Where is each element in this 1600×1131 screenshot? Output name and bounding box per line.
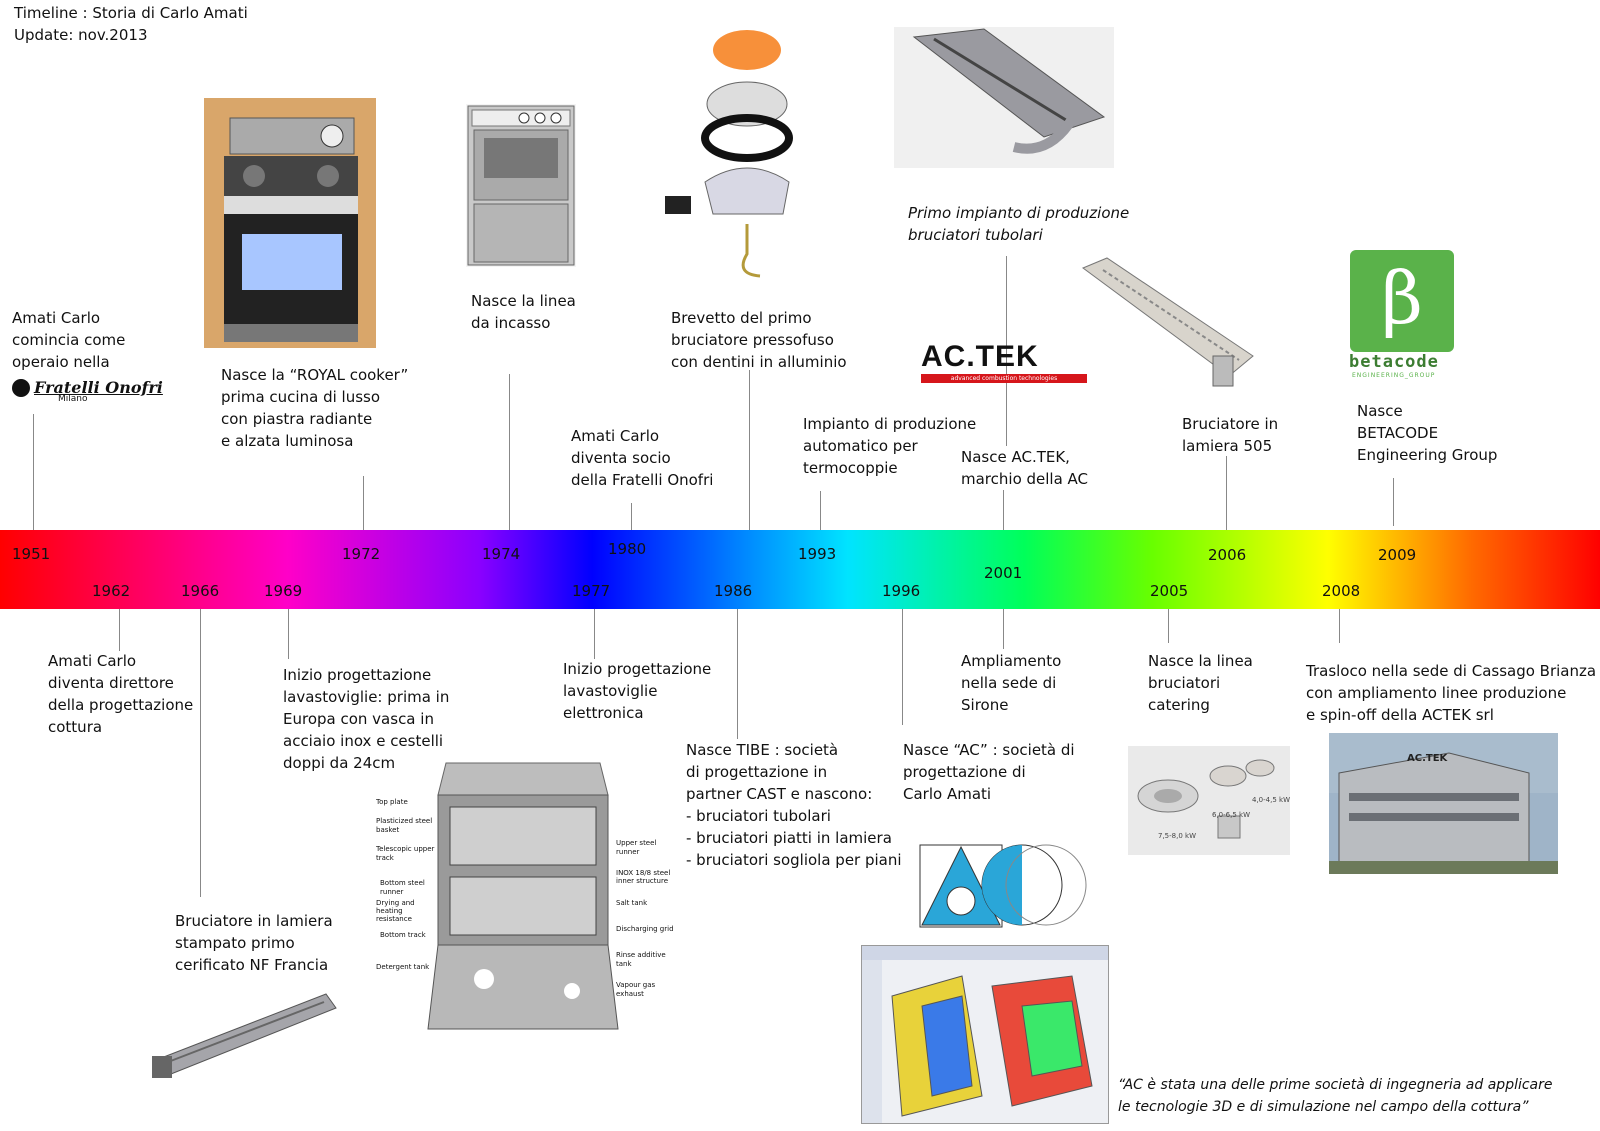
onofri-logo-text: Fratelli Onofri	[34, 378, 163, 397]
ac-logo	[918, 843, 1090, 929]
event-1972: Nasce la “ROYAL cooker” prima cucina di …	[221, 366, 409, 450]
event-2001: Ampliamento nella sede di Sirone	[961, 652, 1062, 714]
year-1974: 1974	[482, 545, 521, 563]
connector-2009	[1393, 478, 1394, 526]
connector-1962	[119, 609, 120, 651]
cassago-building-image: AC.TEK	[1329, 733, 1558, 874]
event-1986: Nasce TIBE : società di progettazione in…	[686, 741, 902, 869]
connector-1986-top	[749, 370, 750, 530]
event-1996: Nasce “AC” : società di progettazione di…	[903, 741, 1075, 803]
onofri-emblem-icon	[12, 378, 30, 397]
fratelli-onofri-logo: Fratelli Onofri	[12, 378, 163, 397]
connector-1996	[902, 609, 903, 725]
update-date: Update: nov.2013	[14, 26, 148, 44]
event-1966: Bruciatore in lamiera stampato primo cer…	[175, 912, 333, 974]
connector-2006	[1226, 456, 1227, 530]
built-in-oven-image	[466, 104, 576, 267]
catering-label: 7,5-8,0 kW	[1158, 832, 1196, 840]
event-1980: Amati Carlo diventa socio della Fratelli…	[571, 427, 714, 489]
royal-cooker-image	[204, 98, 376, 348]
event-1974: Nasce la linea da incasso	[471, 292, 576, 332]
diecast-burner-image	[665, 24, 805, 286]
building-sign: AC.TEK	[1407, 753, 1448, 764]
actek-logo: AC.TEK advanced combustion technologies	[921, 340, 1087, 383]
dishwasher-label: Bottom track	[380, 931, 426, 939]
event-1951: Amati Carlo comincia come operaio nella	[12, 309, 126, 371]
timeline-band	[0, 530, 1600, 609]
year-1986: 1986	[714, 582, 753, 600]
dishwasher-label: Upper steel runner	[616, 839, 657, 856]
actek-logo-sub: advanced combustion technologies	[921, 374, 1087, 383]
catering-burners-image: 4,0-4,5 kW 6,0-6,5 kW 7,5-8,0 kW	[1128, 746, 1290, 855]
beta-icon: β	[1381, 256, 1423, 340]
page-title: Timeline : Storia di Carlo Amati	[14, 4, 248, 22]
tubular-burner-image	[894, 27, 1114, 168]
year-2001: 2001	[984, 564, 1023, 582]
connector-1966	[200, 609, 201, 897]
connector-2001-top	[1003, 490, 1004, 530]
connector-2005	[1168, 609, 1169, 643]
connector-1980	[631, 503, 632, 530]
event-2005: Nasce la linea bruciatori catering	[1148, 652, 1253, 714]
year-1977: 1977	[572, 582, 611, 600]
event-2001-top: Nasce AC.TEK, marchio della AC	[961, 448, 1089, 488]
dishwasher-label: Vapour gas exhaust	[616, 981, 656, 998]
year-2008: 2008	[1322, 582, 1361, 600]
catering-label: 6,0-6,5 kW	[1212, 811, 1250, 819]
dishwasher-label: Bottom steel runner	[380, 879, 425, 896]
event-2006: Bruciatore in lamiera 505	[1182, 415, 1279, 455]
dishwasher-label: Discharging grid	[616, 925, 674, 933]
event-1986-top: Brevetto del primo bruciatore pressofuso…	[671, 309, 847, 371]
year-2005: 2005	[1150, 582, 1189, 600]
cad-simulation-image	[861, 945, 1109, 1124]
connector-1986	[737, 609, 738, 739]
dishwasher-label: INOX 18/8 steel inner structure	[616, 869, 671, 885]
onofri-logo-sub: Milano	[58, 394, 88, 404]
year-1962: 1962	[92, 582, 131, 600]
actek-logo-text: AC.TEK	[921, 340, 1039, 373]
connector-1993	[820, 491, 821, 530]
event-1962: Amati Carlo diventa direttore della prog…	[48, 652, 194, 736]
event-2009: Nasce BETACODE Engineering Group	[1357, 402, 1498, 464]
catering-label: 4,0-4,5 kW	[1252, 796, 1290, 804]
dishwasher-label: Telescopic upper track	[376, 845, 435, 862]
connector-2001-primo	[1006, 256, 1007, 446]
sheet-burner-1966-image	[148, 990, 344, 1090]
connector-1972	[363, 476, 364, 530]
burner-505-image	[1073, 256, 1258, 392]
year-1951: 1951	[12, 545, 51, 563]
connector-1951	[33, 414, 34, 530]
year-2009: 2009	[1378, 546, 1417, 564]
event-2001-primo: Primo impianto di produzione bruciatori …	[908, 204, 1130, 244]
dishwasher-image: Top plate Plasticized steel basket Teles…	[376, 759, 678, 1039]
dishwasher-label: Top plate	[376, 798, 408, 806]
dishwasher-label: Rinse additive tank	[616, 951, 666, 968]
dishwasher-label: Drying and heating resistance	[376, 899, 415, 923]
year-1993: 1993	[798, 545, 837, 563]
betacode-logo-text: betacode	[1349, 352, 1439, 372]
connector-1969	[288, 609, 289, 659]
event-1969: Inizio progettazione lavastoviglie: prim…	[283, 666, 450, 772]
quote: “AC è stata una delle prime società di i…	[1118, 1077, 1553, 1115]
year-2006: 2006	[1208, 546, 1247, 564]
dishwasher-label: Plasticized steel basket	[376, 817, 433, 834]
year-1980: 1980	[608, 540, 647, 558]
dishwasher-label: Detergent tank	[376, 963, 430, 971]
year-1969: 1969	[264, 582, 303, 600]
year-1972: 1972	[342, 545, 381, 563]
connector-2001	[1003, 609, 1004, 649]
betacode-logo-mark: β	[1350, 250, 1454, 352]
dishwasher-label: Salt tank	[616, 899, 648, 907]
event-1993: Impianto di produzione automatico per te…	[803, 415, 977, 477]
event-2008: Trasloco nella sede di Cassago Brianza c…	[1306, 662, 1597, 724]
event-1977: Inizio progettazione lavastoviglie elett…	[563, 660, 712, 722]
year-1966: 1966	[181, 582, 220, 600]
connector-2008	[1339, 609, 1340, 643]
year-1996: 1996	[882, 582, 921, 600]
connector-1977	[594, 609, 595, 659]
connector-1974	[509, 374, 510, 530]
betacode-logo-sub: ENGINEERING_GROUP	[1352, 372, 1436, 379]
